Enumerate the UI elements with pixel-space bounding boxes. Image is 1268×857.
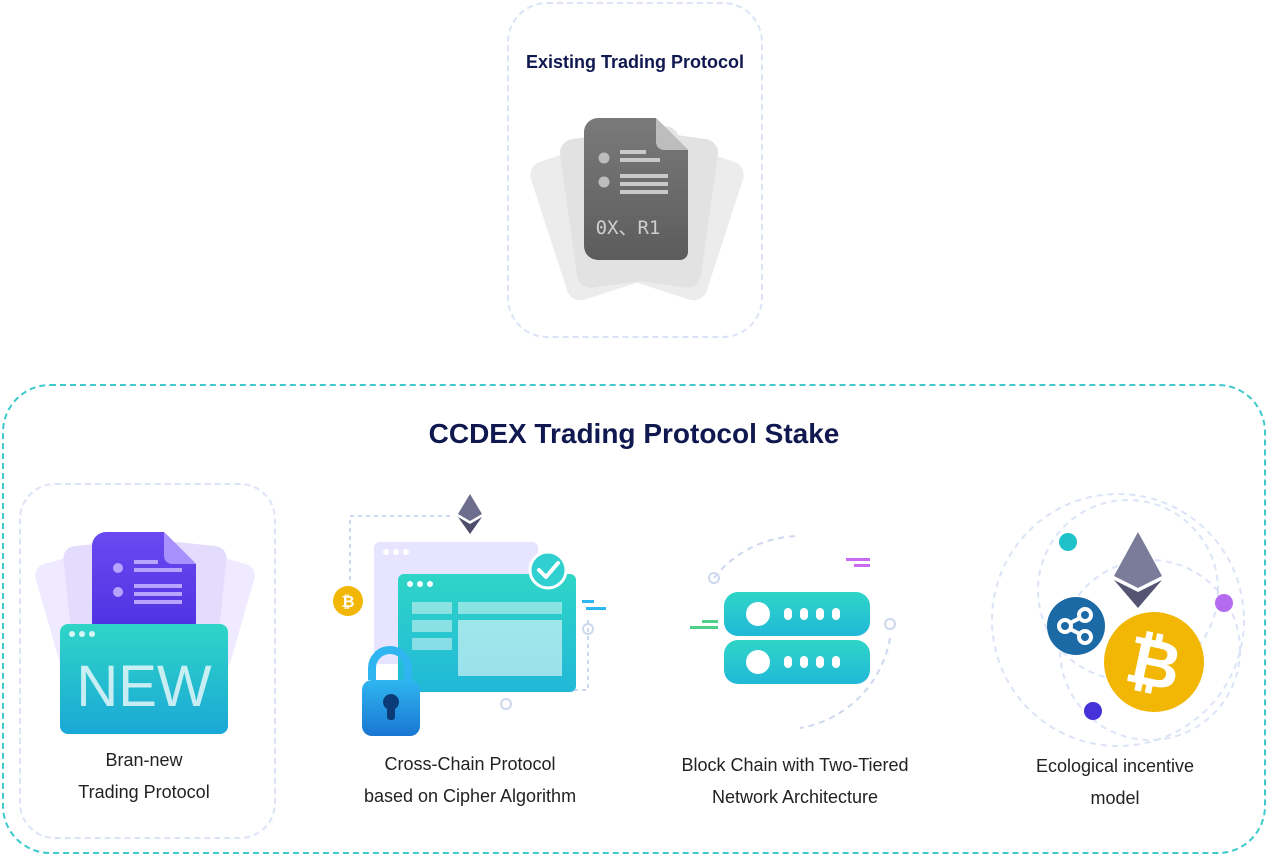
caption-line: Trading Protocol xyxy=(78,782,210,802)
bitcoin-icon xyxy=(1104,612,1204,712)
server-icon xyxy=(690,535,896,729)
new-protocol-card xyxy=(19,483,276,839)
item-caption-cross-chain: Cross-Chain Protocol based on Cipher Alg… xyxy=(330,748,610,812)
caption-line: model xyxy=(1090,788,1140,808)
caption-line: Bran-new xyxy=(105,750,183,770)
padlock-icon xyxy=(368,646,412,680)
caption-line: Cross-Chain Protocol xyxy=(384,754,556,774)
caption-line: based on Cipher Algorithm xyxy=(363,786,577,806)
new-protocol-icon: NEW xyxy=(35,532,255,734)
check-icon xyxy=(528,550,568,590)
caption-line: Network Architecture xyxy=(711,787,879,807)
ethereum-icon xyxy=(458,494,482,521)
item-caption-new: Bran-new Trading Protocol xyxy=(19,744,269,808)
item-caption-block-chain: Block Chain with Two-Tiered Network Arch… xyxy=(660,749,930,813)
document-stack-icon: 0X、R1 xyxy=(530,118,744,301)
ethereum-icon xyxy=(1114,532,1162,588)
stake-title: CCDEX Trading Protocol Stake xyxy=(428,418,840,449)
document-label: 0X、R1 xyxy=(596,217,661,239)
svg-text:₿: ₿ xyxy=(341,592,354,611)
new-badge: NEW xyxy=(76,654,212,719)
cross-chain-icon: ₿ xyxy=(333,494,606,736)
bitcoin-icon xyxy=(333,586,363,616)
existing-protocol-title: Existing Trading Protocol xyxy=(525,52,745,72)
caption-line: Ecological incentive xyxy=(1035,756,1195,776)
existing-protocol-panel xyxy=(507,2,763,338)
item-caption-ecological: Ecological incentive model xyxy=(980,750,1250,814)
caption-line: Block Chain with Two-Tiered xyxy=(681,755,909,775)
ripple-icon xyxy=(1047,597,1105,655)
crypto-orbit-icon: ₿ xyxy=(991,493,1245,747)
stake-panel xyxy=(2,384,1266,854)
